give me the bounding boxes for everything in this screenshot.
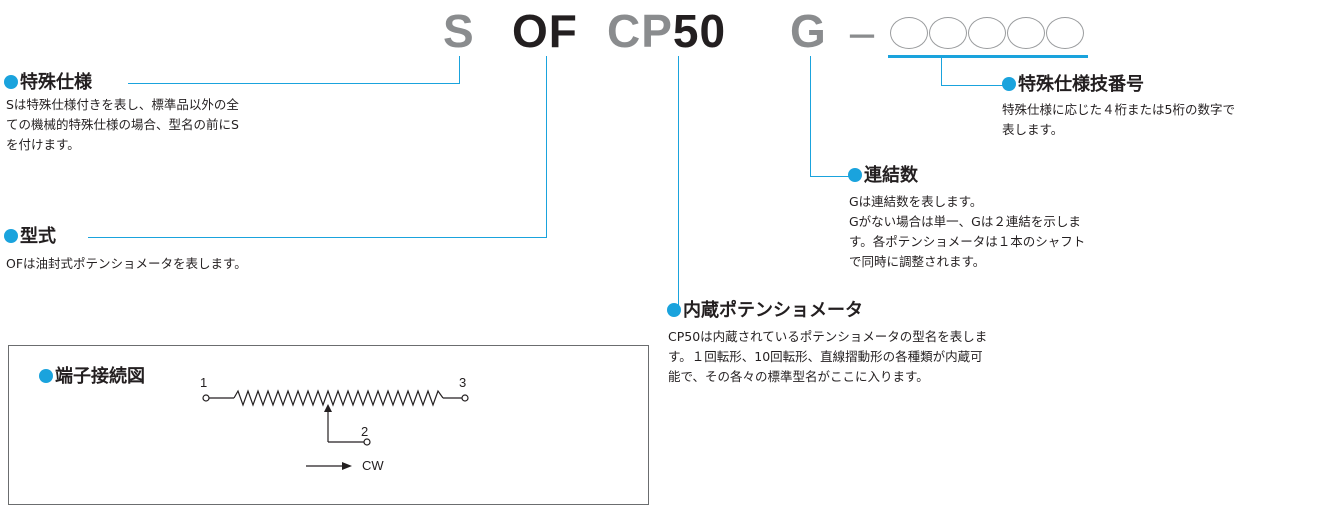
- terminal-2-node: [363, 438, 371, 446]
- code-gang-g: G: [790, 5, 827, 57]
- potentiometer-schematic: [202, 389, 469, 470]
- pin3-label: 3: [459, 375, 467, 390]
- spec-number-title: 特殊仕様技番号: [1018, 74, 1144, 95]
- model-type-title: 型式: [20, 226, 56, 247]
- bullet-icon: [848, 168, 862, 182]
- code-pot-letters: CP: [607, 5, 673, 57]
- leader-line-gang-count: [810, 176, 852, 177]
- terminal-diagram-title: 端子接続図: [55, 366, 145, 387]
- cw-arrow-icon: [342, 462, 352, 470]
- terminal-3-node: [461, 394, 469, 402]
- code-pot-number: 50: [672, 5, 727, 57]
- spec-number-heading: 特殊仕様技番号: [1002, 74, 1144, 96]
- pin1-label: 1: [200, 375, 208, 390]
- internal-pot-heading: 内蔵ポテンショメータ: [667, 300, 863, 322]
- pin2-label: 2: [361, 424, 369, 439]
- terminal-diagram-heading: 端子接続図: [39, 366, 145, 388]
- terminal-1-node: [202, 394, 210, 402]
- spec-digit-circle: [1007, 17, 1045, 49]
- resistor-zigzag: [233, 389, 444, 407]
- spec-digit-circle: [929, 17, 967, 49]
- code-prefix-s: S: [443, 5, 475, 57]
- bullet-icon: [4, 229, 18, 243]
- internal-pot-title: 内蔵ポテンショメータ: [683, 300, 863, 321]
- leader-line-special-spec: [128, 83, 460, 84]
- gang-count-heading: 連結数: [848, 165, 918, 187]
- leader-line-model-type: [88, 237, 547, 238]
- code-pot: CP50: [607, 8, 726, 54]
- model-type-description: OFは油封式ポテンショメータを表します。: [6, 256, 247, 271]
- special-spec-heading: 特殊仕様: [4, 72, 92, 94]
- code-type-of: OF: [512, 5, 578, 57]
- terminal-diagram-panel: 端子接続図 1 3 2 CW: [8, 345, 649, 505]
- spec-digit-circle: [890, 17, 928, 49]
- leader-line-special-spec: [459, 56, 460, 83]
- spec-underline: [888, 55, 1088, 58]
- internal-pot-description: CP50は内蔵されているポテンショメータの型名を表しま す。１回転形、10回転形…: [668, 329, 988, 384]
- special-spec-description: Sは特殊仕様付きを表し、標準品以外の全 ての機械的特殊仕様の場合、型名の前にS …: [6, 97, 239, 152]
- model-type-heading: 型式: [4, 226, 56, 248]
- leader-line-gang-count: [810, 56, 811, 177]
- leader-line-spec-number: [941, 85, 1005, 86]
- spec-digit-circle: [968, 17, 1006, 49]
- direction-label: CW: [362, 458, 384, 473]
- wiper-arrow-icon: [324, 404, 332, 412]
- bullet-icon: [39, 369, 53, 383]
- bullet-icon: [4, 75, 18, 89]
- leader-line-internal-pot: [678, 56, 679, 308]
- bullet-icon: [667, 303, 681, 317]
- bullet-icon: [1002, 77, 1016, 91]
- gang-count-title: 連結数: [864, 165, 918, 186]
- spec-digit-circle: [1046, 17, 1084, 49]
- special-spec-title: 特殊仕様: [20, 72, 92, 93]
- leader-line-spec-number: [941, 58, 942, 86]
- spec-number-description: 特殊仕様に応じた４桁または5桁の数字で 表します。: [1002, 102, 1235, 137]
- gang-count-description: Gは連結数を表します。 Gがない場合は単一、Gは２連結を示しま す。各ポテンショ…: [849, 194, 1086, 269]
- leader-line-model-type: [546, 56, 547, 238]
- code-dash: －: [846, 19, 880, 55]
